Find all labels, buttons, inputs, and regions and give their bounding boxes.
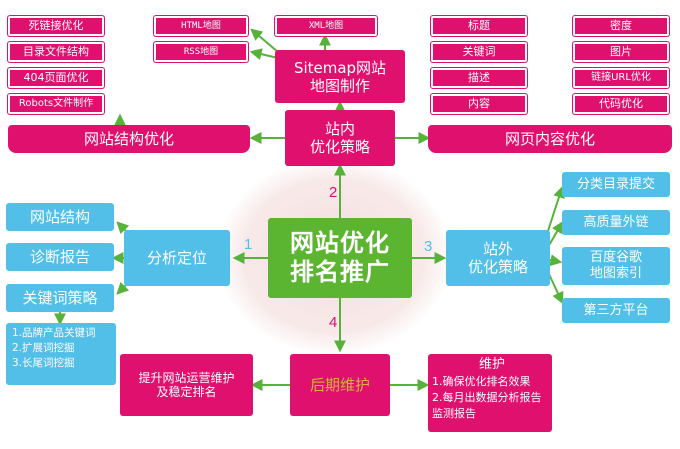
content-item-keywords[interactable]: 关键词	[431, 42, 527, 62]
content-item-code[interactable]: 代码优化	[573, 94, 669, 114]
maintenance-node[interactable]: 维护 1.确保优化排名效果 2.每月出数据分析报告 监测报告	[428, 354, 552, 432]
operations-stability-node[interactable]: 提升网站运营维护 及稳定排名	[120, 354, 253, 416]
keyword-step-2: 2.扩展词挖掘	[12, 342, 75, 354]
offpage-item-quality-backlinks[interactable]: 高质量外链	[562, 210, 670, 235]
operations-line1: 提升网站运营维护	[138, 370, 235, 385]
number-1: 1	[244, 236, 253, 253]
offpage-hub-line1: 站外	[482, 240, 513, 258]
offpage-strategy-node[interactable]: 站外 优化策略	[446, 230, 550, 286]
center-label-line1: 网站优化	[290, 229, 390, 258]
later-maintenance-node[interactable]: 后期维护	[290, 354, 390, 416]
xml-map-node[interactable]: XML地图	[275, 16, 377, 36]
number-3: 3	[424, 238, 433, 255]
analysis-item-diagnosis-report[interactable]: 诊断报告	[6, 243, 114, 271]
maintenance-title: 维护	[478, 357, 505, 372]
content-item-link-url[interactable]: 链接URL优化	[573, 68, 669, 88]
content-item-content[interactable]: 内容	[431, 94, 527, 114]
structure-item-directory[interactable]: 目录文件结构	[8, 42, 104, 62]
structure-item-robots[interactable]: Robots文件制作	[8, 94, 104, 114]
content-optimization-bar[interactable]: 网页内容优化	[428, 125, 672, 153]
rss-map-node[interactable]: RSS地图	[154, 42, 248, 62]
operations-line2: 及稳定排名	[156, 385, 217, 399]
analysis-item-keyword-strategy[interactable]: 关键词策略	[6, 284, 114, 312]
content-item-images[interactable]: 图片	[573, 42, 669, 62]
sitemap-line1: Sitemap网站	[293, 58, 387, 77]
html-map-node[interactable]: HTML地图	[154, 16, 248, 36]
offpage-item-map-index[interactable]: 百度谷歌 地图索引	[562, 247, 670, 285]
analysis-positioning-node[interactable]: 分析定位	[124, 230, 230, 286]
offpage-item-third-party[interactable]: 第三方平台	[562, 298, 670, 323]
maintenance-item-1: 1.确保优化排名效果	[432, 375, 531, 388]
center-node[interactable]: 网站优化 排名推广	[268, 218, 412, 298]
structure-item-404-page[interactable]: 404页面优化	[8, 68, 104, 88]
structure-optimization-bar[interactable]: 网站结构优化	[8, 125, 250, 153]
analysis-item-site-structure[interactable]: 网站结构	[6, 203, 114, 231]
content-item-density[interactable]: 密度	[573, 16, 669, 36]
number-4: 4	[329, 314, 338, 331]
onpage-hub-line2: 优化策略	[309, 138, 370, 156]
content-item-title[interactable]: 标题	[431, 16, 527, 36]
content-item-description[interactable]: 描述	[431, 68, 527, 88]
keyword-step-3: 3.长尾词挖掘	[12, 357, 75, 369]
onpage-hub-line1: 站内	[324, 120, 355, 138]
maintenance-item-2: 2.每月出数据分析报告 监测报告	[432, 391, 542, 420]
keyword-step-1: 1.品牌产品关键词	[12, 327, 96, 339]
sitemap-node[interactable]: Sitemap网站 地图制作	[275, 50, 405, 103]
offpage-item-directory-submission[interactable]: 分类目录提交	[562, 172, 670, 197]
center-label-line2: 排名推广	[290, 258, 390, 286]
structure-item-dead-links[interactable]: 死链接优化	[8, 16, 104, 36]
offpage-hub-line2: 优化策略	[467, 258, 528, 276]
keyword-steps-list: 1.品牌产品关键词 2.扩展词挖掘 3.长尾词挖掘	[6, 323, 116, 385]
sitemap-line2: 地图制作	[309, 76, 370, 95]
number-2: 2	[329, 184, 338, 201]
onpage-strategy-node[interactable]: 站内 优化策略	[285, 110, 395, 166]
